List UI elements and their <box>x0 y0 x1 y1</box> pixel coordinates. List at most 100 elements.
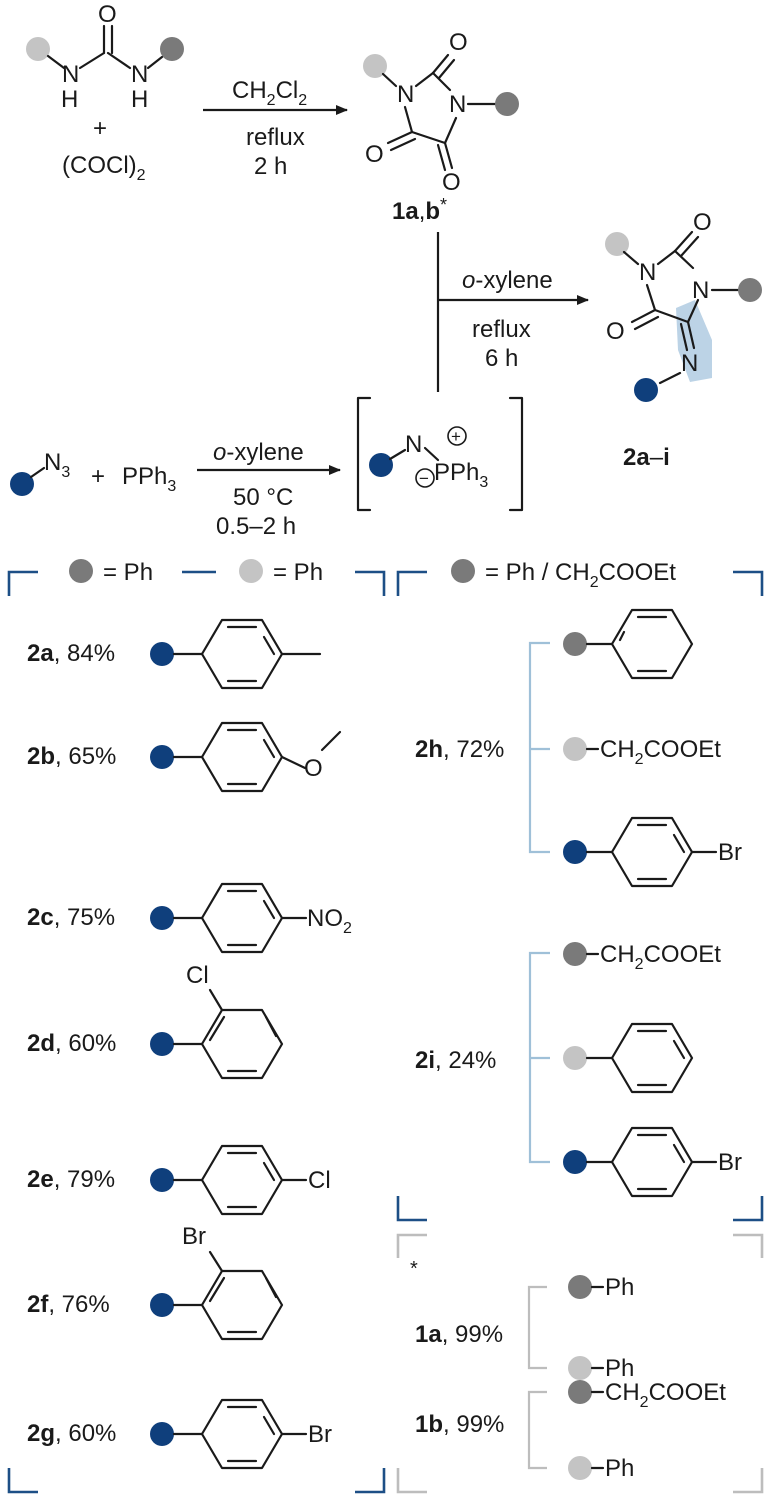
atom-n: N <box>692 277 709 304</box>
substituent-dark-dot <box>563 632 587 656</box>
substituent-light-dot <box>363 54 387 78</box>
chloro-group: Cl <box>186 962 209 989</box>
iminophosphorane-intermediate: N PPh3 + − <box>356 396 524 512</box>
imine-product: N O N O N <box>605 209 762 402</box>
step3-solvent: o-xylene <box>462 267 553 294</box>
footnote-frame <box>733 1233 764 1258</box>
right-header-label: = Ph / CH2COOEt <box>485 559 676 591</box>
step3-temp: reflux <box>472 316 531 343</box>
left-header-light-label: = Ph <box>273 559 323 586</box>
right-panel-header: = Ph / CH2COOEt <box>396 559 764 596</box>
entry-2a: 2a, 84% <box>27 618 322 690</box>
entry-label: 2i, 24% <box>415 1047 496 1074</box>
entry-2g: 2g, 60% Br <box>27 1398 332 1470</box>
bromo-group: Br <box>718 1149 742 1176</box>
oxalyl-chloride: (COCl)2 <box>62 152 146 184</box>
substituent-dark-dot <box>451 559 475 583</box>
atom-n: N <box>449 91 466 118</box>
substituent-azide-dot <box>10 472 34 496</box>
phenyl-label: Ph <box>605 1274 634 1301</box>
ester-group: CH2COOEt <box>600 941 721 973</box>
triphenylphosphine: PPh3 <box>122 463 176 495</box>
product-label-1ab: 1a,b* <box>392 195 447 225</box>
atom-o: O <box>693 209 712 236</box>
footnote-mark: * <box>410 1258 418 1280</box>
step1-time: 2 h <box>254 153 287 180</box>
substituent-light-dot <box>563 737 587 761</box>
entry-2i: 2i, 24% CH2COOEt Br <box>415 941 742 1198</box>
footnote-1a: 1a, 99% Ph Ph <box>415 1274 634 1382</box>
footnote-frame <box>396 1233 427 1258</box>
right-panel-frame-bottom <box>733 1196 764 1222</box>
phenyl-label: Ph <box>605 1355 634 1382</box>
substituent-azide-dot <box>150 906 174 930</box>
entry-2e: 2e, 79% Cl <box>27 1144 331 1216</box>
urea-reactant: N H O N H <box>26 1 184 113</box>
chloro-group: Cl <box>308 1167 331 1194</box>
substituent-azide-dot <box>563 840 587 864</box>
substituent-dark-dot <box>495 92 519 116</box>
substituent-light-dot <box>605 232 629 256</box>
positive-charge-icon <box>447 426 467 446</box>
footnote-frame <box>396 1468 427 1494</box>
positive-charge: + <box>451 427 461 446</box>
bromo-group: Br <box>718 839 742 866</box>
substituent-azide-dot <box>150 1422 174 1446</box>
substituent-azide-dot <box>150 1032 174 1056</box>
entry-2b: 2b, 65% O <box>27 721 342 793</box>
atom-n: N <box>62 61 79 88</box>
atom-o: O <box>365 141 384 168</box>
atom-n: N <box>681 350 698 377</box>
entry-label: 2e, 79% <box>27 1166 115 1193</box>
step1-solvent: CH2Cl2 <box>232 77 307 109</box>
phenyl-label: Ph <box>605 1455 634 1482</box>
plus-sign: + <box>93 115 107 142</box>
substituent-azide-dot <box>150 745 174 769</box>
entry-label: 2b, 65% <box>27 743 116 770</box>
substituent-light-dot <box>239 559 263 583</box>
substituent-dark-dot <box>568 1275 592 1299</box>
ester-group: CH2COOEt <box>605 1379 726 1411</box>
nitro-group: NO2 <box>307 905 352 937</box>
substituent-dark-dot <box>160 37 184 61</box>
substituent-light-dot <box>568 1456 592 1480</box>
atom-n: N <box>131 61 148 88</box>
entry-label: 2c, 75% <box>27 904 115 931</box>
left-header-dark-label: = Ph <box>103 559 153 586</box>
ylide-phosphorus: PPh3 <box>434 459 488 491</box>
bromo-group: Br <box>182 1223 206 1250</box>
entry-2d: 2d, 60% Cl <box>27 962 284 1080</box>
atom-n: N <box>405 431 422 458</box>
entry-label: 1a, 99% <box>415 1321 503 1348</box>
substituent-dark-dot <box>563 942 587 966</box>
atom-o: O <box>98 1 117 28</box>
substituent-dark-dot <box>69 559 93 583</box>
left-panel-header: = Ph = Ph <box>7 559 386 596</box>
methoxy-o: O <box>304 755 323 782</box>
atom-o: O <box>449 29 468 56</box>
azide-label: N3 <box>44 449 70 481</box>
substituent-azide-dot <box>563 1150 587 1174</box>
step2-temp: 50 °C <box>233 484 293 511</box>
footnote-1b: 1b, 99% CH2COOEt Ph <box>415 1379 726 1482</box>
substituent-dark-dot <box>738 278 762 302</box>
ester-group: CH2COOEt <box>600 736 721 768</box>
product-label-2ai: 2a–i <box>623 444 670 471</box>
substituent-dark-dot <box>568 1380 592 1404</box>
step1-temp: reflux <box>246 124 305 151</box>
trione-product: N O N O O <box>363 29 519 196</box>
substituent-azide-dot <box>150 642 174 666</box>
atom-o: O <box>442 169 461 196</box>
substituent-light-dot <box>563 1046 587 1070</box>
atom-h: H <box>61 86 78 113</box>
entry-label: 2d, 60% <box>27 1030 116 1057</box>
atom-n: N <box>397 81 414 108</box>
negative-charge-icon <box>415 468 435 488</box>
substituent-azide-dot <box>150 1293 174 1317</box>
substituent-azide-dot <box>634 378 658 402</box>
entry-2f: 2f, 76% Br <box>27 1223 284 1341</box>
step2-time: 0.5–2 h <box>216 513 296 540</box>
atom-o: O <box>606 318 625 345</box>
step2-solvent: o-xylene <box>213 439 304 466</box>
